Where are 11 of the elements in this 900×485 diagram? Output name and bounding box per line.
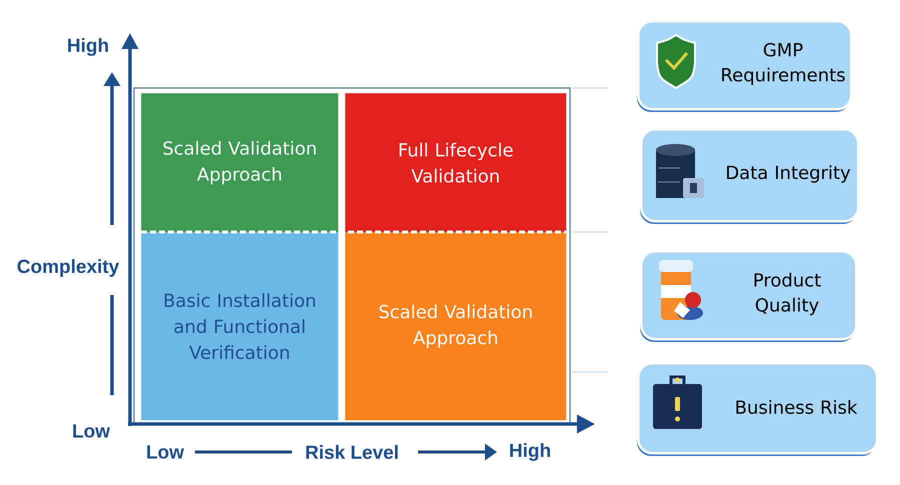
quadrant-box: Basic Installation and Functional Verification bbox=[141, 232, 338, 420]
axis-label: Risk Level bbox=[306, 445, 398, 459]
axis-label: High bbox=[68, 38, 108, 56]
axis-label: Complexity bbox=[18, 259, 120, 277]
quadrant-box: Scaled Validation Approach bbox=[345, 232, 566, 420]
axis-label: High bbox=[510, 443, 550, 461]
axis-label: Low bbox=[73, 424, 110, 438]
axis-label: Low bbox=[147, 445, 184, 459]
category-box: GMP Requirements bbox=[637, 20, 852, 112]
quadrant-box: Scaled Validation Approach bbox=[141, 93, 338, 232]
quadrant-box: Full Lifecycle Validation bbox=[345, 93, 566, 232]
